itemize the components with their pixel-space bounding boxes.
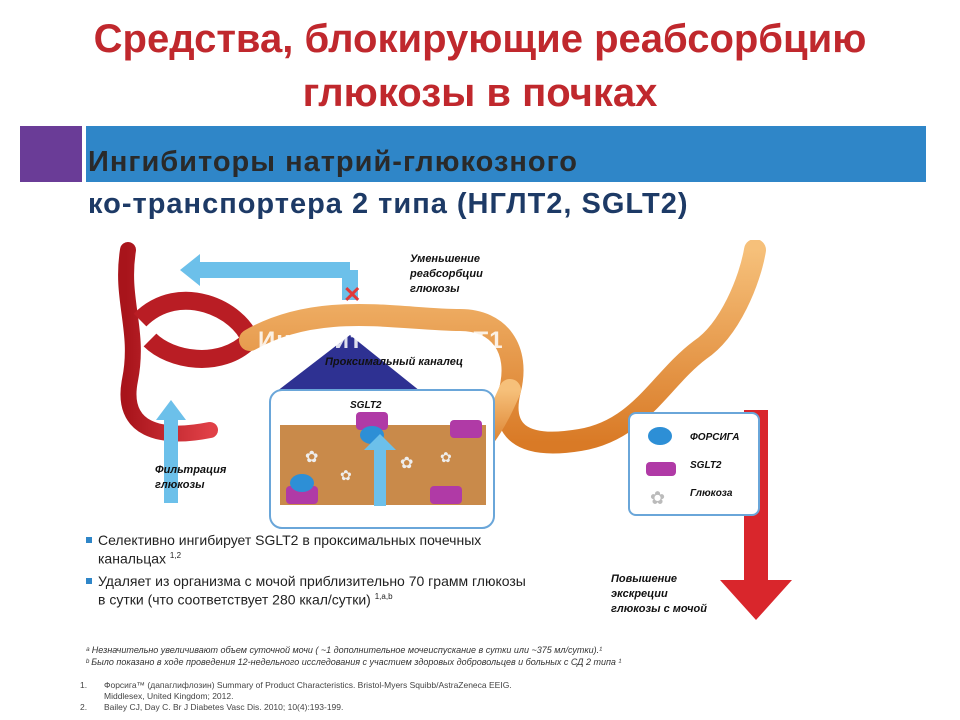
accent-square — [20, 126, 82, 182]
glucose-icon: ✿ — [440, 450, 452, 466]
forsiga-icon — [648, 427, 672, 445]
block-x-icon: ✕ — [343, 282, 361, 307]
legend-item-forsiga: ФОРСИГА — [690, 432, 740, 443]
sglt2-transporter — [450, 420, 482, 438]
bullet-item: Удаляет из организма с мочой приблизител… — [86, 573, 536, 608]
kidney-diagram: ✕ ✿ ✿ ✿ ✿ — [118, 240, 792, 620]
header-band — [86, 126, 926, 182]
reference-1-cont: Middlesex, United Kingdom; 2012. — [104, 691, 234, 701]
sglt2-icon — [646, 462, 676, 476]
panel-title: Ингибиторы натрий-глюкозного ко-транспор… — [88, 145, 689, 221]
glucose-icon: ✿ — [400, 453, 413, 472]
panel-up-arrow-head — [364, 434, 396, 450]
glomerulus — [133, 291, 261, 368]
bullet-item: Селективно ингибирует SGLT2 в проксималь… — [86, 532, 536, 567]
zoom-triangle — [272, 335, 425, 395]
legend-item-sglt2: SGLT2 — [690, 460, 722, 471]
reduction-label: Уменьшение реабсорбции глюкозы — [410, 253, 483, 295]
excretion-label: Повышение экскреции глюкозы с мочой — [611, 573, 707, 615]
reabsorption-arrow-head — [180, 254, 200, 286]
forsiga-molecule — [290, 474, 314, 492]
glucose-icon: ✿ — [305, 447, 318, 466]
reference-1: 1.Форсига™ (дапаглифлозин) Summary of Pr… — [80, 680, 512, 690]
sglt2-label: SGLT2 — [350, 400, 382, 411]
references: 1.Форсига™ (дапаглифлозин) Summary of Pr… — [80, 680, 512, 713]
glucose-icon: ✿ — [340, 468, 352, 484]
legend-item-glucose: Глюкоза — [690, 488, 733, 499]
footnote-b: ᵇ Было показано в ходе проведения 12-нед… — [86, 657, 622, 667]
sglt2-transporter — [430, 486, 462, 504]
excretion-arrow-head — [720, 580, 792, 620]
sglt2-transporter — [286, 486, 318, 504]
slide-title: Средства, блокирующие реабсорбцию глюкоз… — [0, 12, 960, 120]
tubule-label: Проксимальный каналец — [325, 356, 463, 368]
slide-title-line2: глюкозы в почках — [302, 71, 658, 115]
panel-title-line1: Ингибиторы натрий-глюкозного — [88, 146, 579, 178]
filtration-arrow — [164, 418, 178, 503]
panel-title-line2: ко-транспортера 2 типа (НГЛТ2, SGLT2) — [88, 188, 689, 220]
bullet-marker — [86, 537, 92, 543]
legend: ✿ ФОРСИГА SGLT2 Глюкоза — [628, 412, 760, 516]
bullet-list: Селективно ингибирует SGLT2 в проксималь… — [86, 532, 536, 613]
glucose-icon: ✿ — [650, 488, 665, 509]
filtration-label: Фильтрация глюкозы — [155, 464, 227, 491]
bullet-marker — [86, 577, 92, 584]
footnotes: ᵃ Незначительно увеличивают объем суточн… — [86, 644, 621, 668]
reference-2: 2.Bailey CJ, Day C. Br J Diabetes Vasc D… — [80, 702, 344, 712]
proximal-tubule — [239, 240, 766, 454]
panel-up-arrow — [374, 450, 386, 506]
footnote-a: ᵃ Незначительно увеличивают объем суточн… — [86, 645, 603, 655]
sglt2-transporter — [356, 412, 388, 430]
ghost-label: Ингибиторы SGLT1 — [258, 327, 504, 354]
filtration-arrow-head — [156, 400, 186, 420]
legend-icons: ✿ — [646, 427, 676, 509]
slide-title-line1: Средства, блокирующие реабсорбцию — [93, 17, 867, 61]
